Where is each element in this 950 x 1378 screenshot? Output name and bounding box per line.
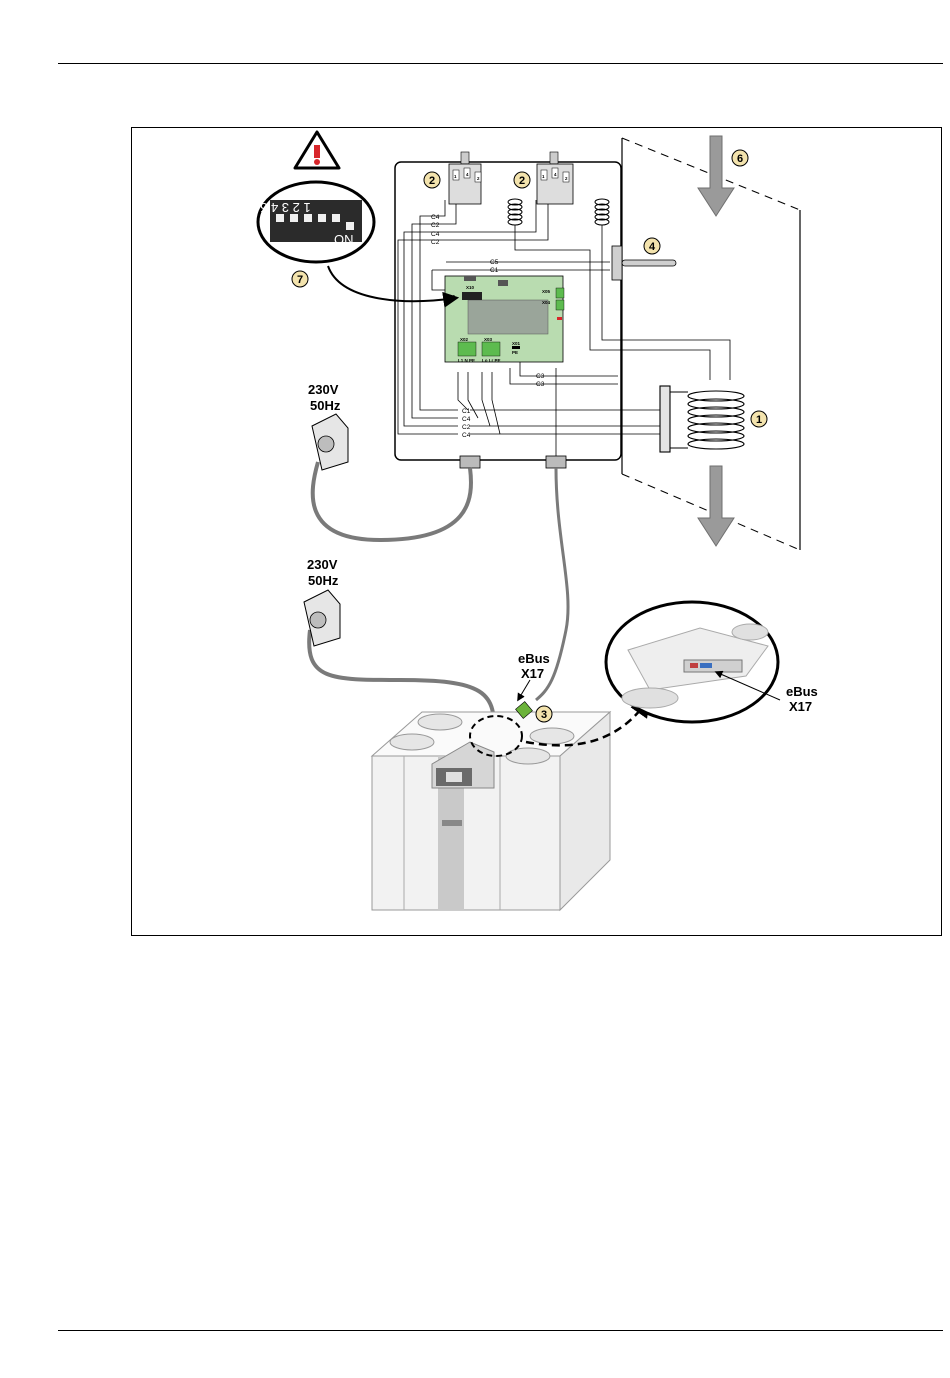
x01-pin-label: PE (512, 350, 518, 355)
dip-switch-on-label: ON (334, 232, 354, 247)
board-label-x04: X04 (542, 300, 551, 305)
red-indicator (557, 317, 562, 320)
wire-label: C2 (462, 424, 471, 431)
connector-x02 (458, 342, 476, 356)
wire-label: C2 (431, 239, 440, 246)
callout-2-number: 2 (519, 175, 525, 187)
connector-x04 (556, 300, 564, 310)
board-chip (468, 300, 548, 334)
wire-label: C4 (431, 214, 440, 221)
connector-top-right (498, 280, 508, 286)
temperature-sensor-probe (612, 246, 676, 280)
board-label-x05: X05 (542, 289, 551, 294)
board-label-x02: X02 (460, 337, 469, 342)
x02-pin-labels: L1 N PE (458, 358, 475, 363)
board-label-x10: X10 (466, 285, 475, 290)
dip-switch-numbers: 1 2 3 4 5 6 (249, 200, 310, 215)
connector-x09 (462, 292, 482, 300)
callout-1-number: 1 (756, 414, 762, 426)
x03-pin-labels: Lo Lr PE (482, 358, 501, 363)
connector-x05 (556, 288, 564, 298)
heating-coil (660, 386, 744, 452)
cable-gland-left (460, 456, 480, 468)
ebus-detail-port: X17 (789, 699, 812, 714)
ebus-detail-name: eBus (786, 684, 818, 699)
callout-6-number: 6 (737, 153, 743, 165)
frequency-label: 50Hz (308, 573, 339, 588)
board-label-x01: X01 (512, 341, 521, 346)
connector-x01 (512, 346, 520, 349)
callout-7-number: 7 (297, 274, 303, 286)
voltage-label: 230V (308, 382, 339, 397)
ebus-port-label: X17 (521, 666, 544, 681)
callout-3-number: 3 (541, 709, 547, 721)
wire-label: C2 (431, 222, 440, 229)
wire-label: C3 (536, 373, 545, 380)
power-plug-top (312, 414, 348, 470)
airflow-arrow-bottom (698, 466, 734, 546)
wire-label: C1 (462, 408, 471, 415)
callout-2-number: 2 (429, 175, 435, 187)
ventilation-unit (372, 712, 610, 910)
connector-x10 (464, 276, 476, 281)
airflow-arrow-top (698, 136, 734, 216)
board-label-x03: X03 (484, 337, 493, 342)
ebus-label-pointer (518, 680, 530, 700)
wire-label: C4 (462, 416, 471, 423)
wire-label: C1 (490, 267, 499, 274)
wire-label: C3 (536, 381, 545, 388)
power-cable-box (313, 462, 471, 540)
dip-switch-magnifier (258, 182, 374, 262)
ebus-name-label: eBus (518, 651, 550, 666)
ebus-magnifier (606, 602, 778, 722)
wire-label: C5 (490, 259, 499, 266)
wire-label: C4 (431, 231, 440, 238)
frequency-label: 50Hz (310, 398, 341, 413)
cable-gland-right (546, 456, 566, 468)
callout-4-number: 4 (649, 241, 656, 253)
connector-x03 (482, 342, 500, 356)
voltage-label: 230V (307, 557, 338, 572)
warning-icon (295, 132, 339, 168)
wire-label: C4 (462, 432, 471, 439)
